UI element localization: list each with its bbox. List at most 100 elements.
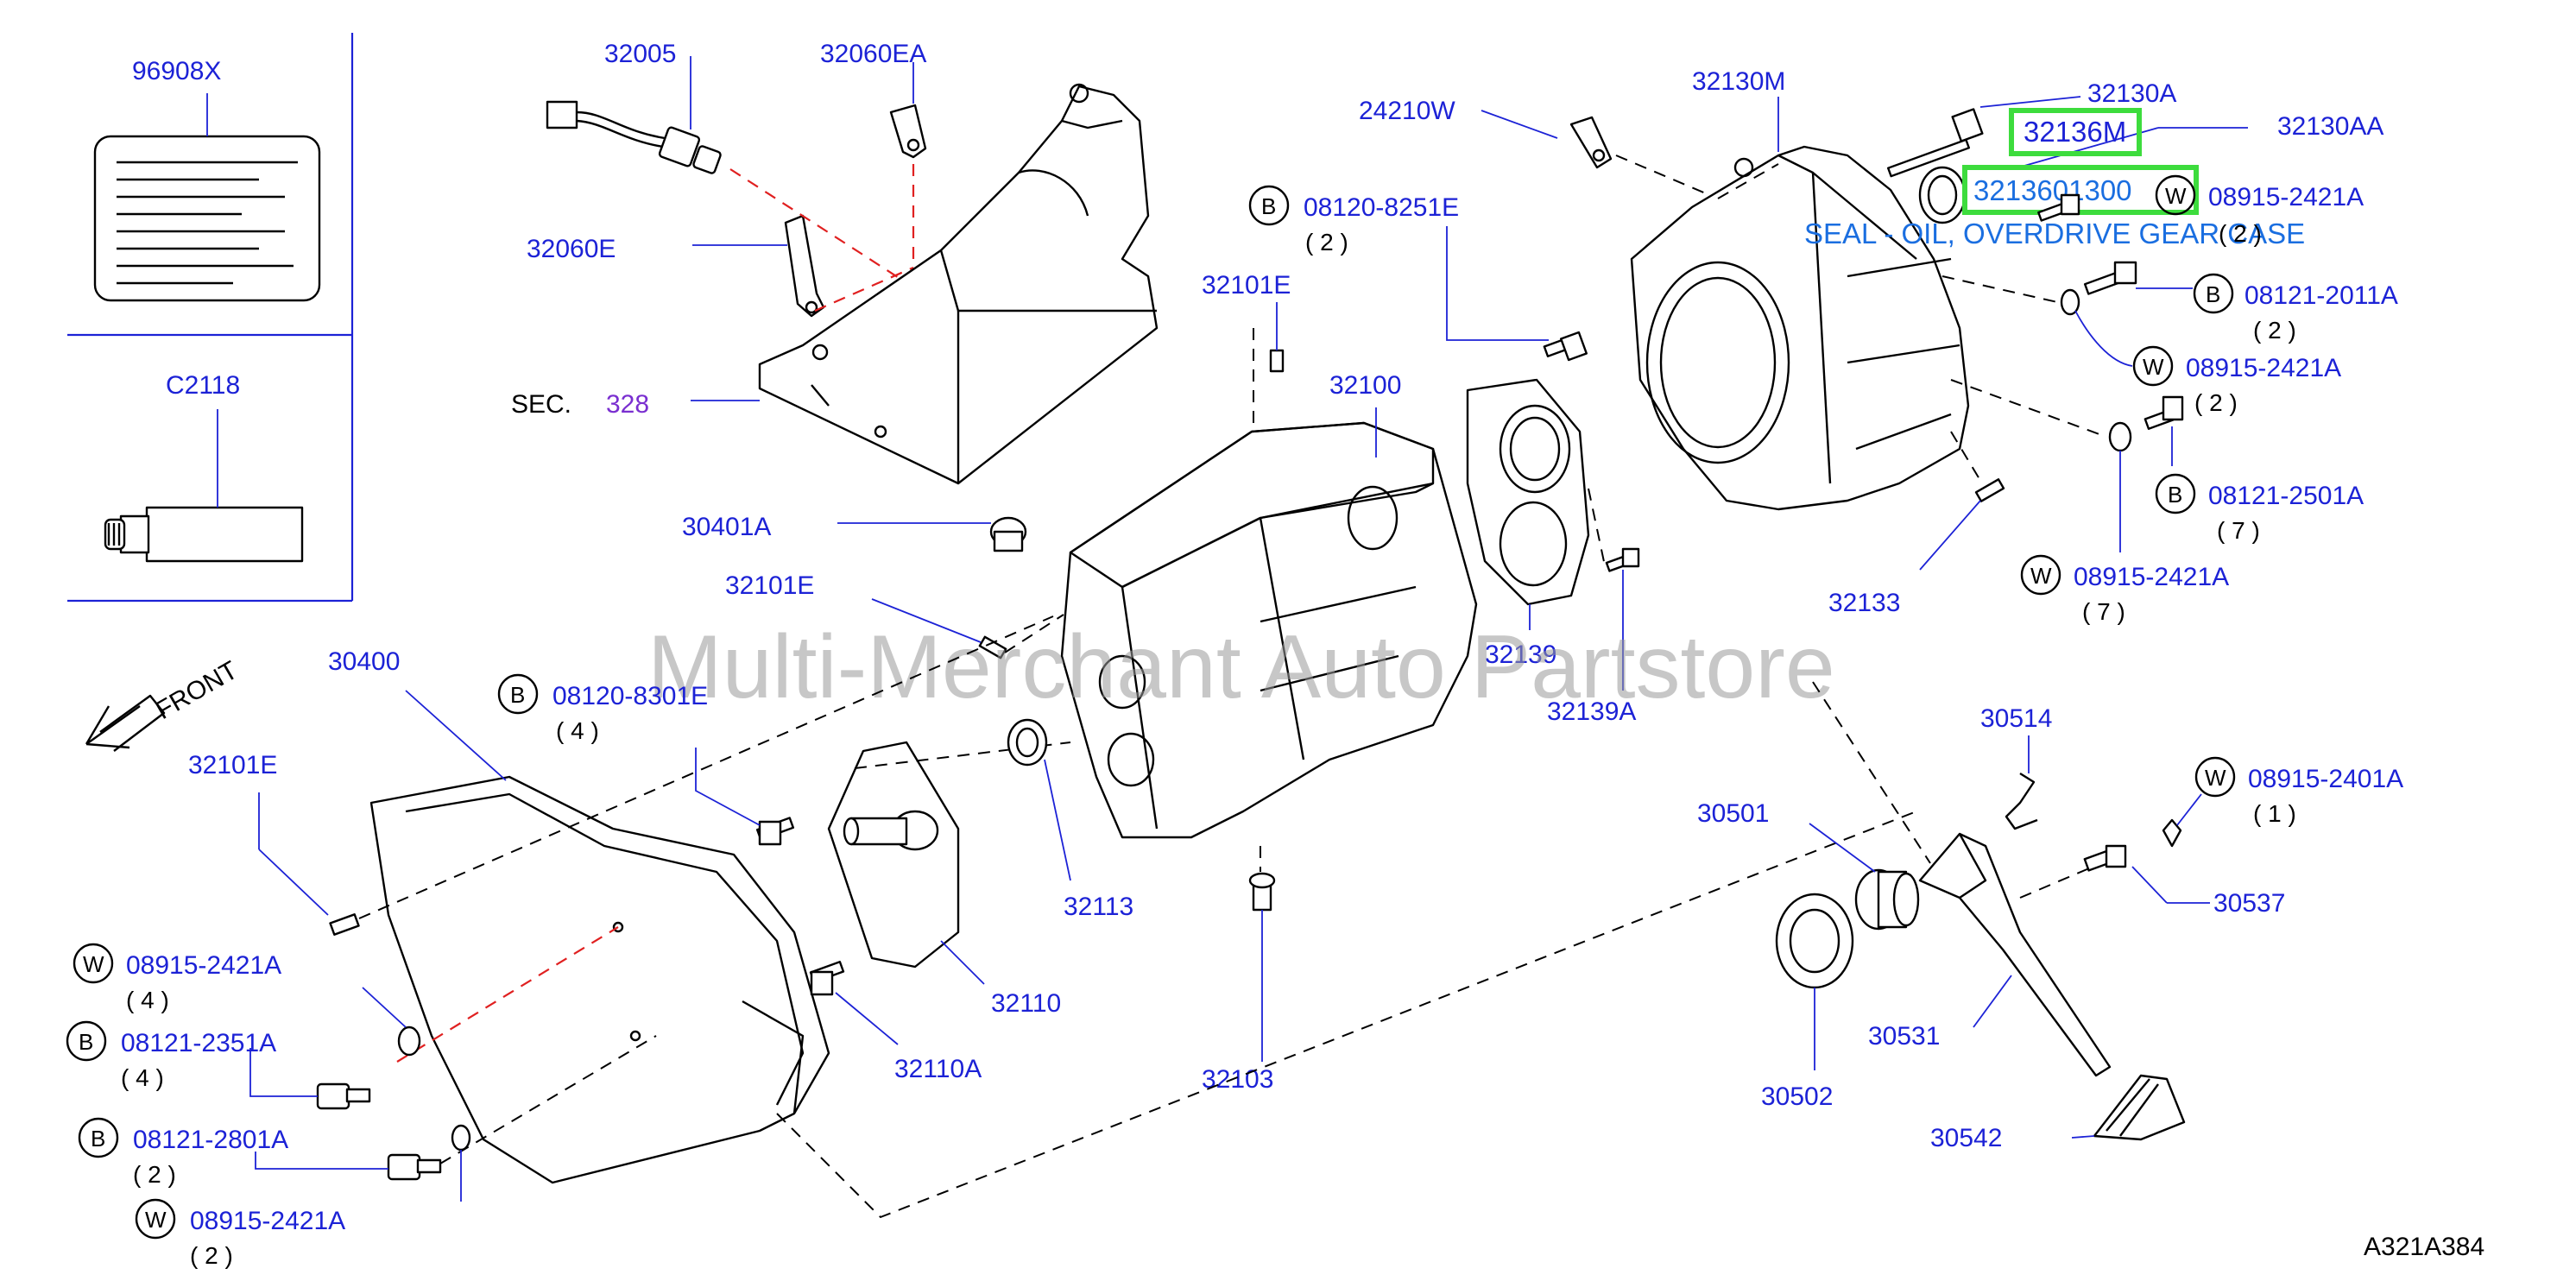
release-bearing-30501 (1854, 868, 1920, 931)
highlight-description: SEAL - OIL, OVERDRIVE GEAR CASE (1804, 218, 2305, 249)
grease-tube-icon (104, 506, 304, 563)
washer-08915-2421a-d (397, 1025, 421, 1057)
dowel-pin-32133 (1974, 478, 2005, 502)
label-32133[interactable]: 32133 (1828, 589, 1900, 617)
label-30531[interactable]: 30531 (1868, 1022, 1940, 1051)
bolt-32130a (1886, 108, 1984, 178)
label-32101e-a[interactable]: 32101E (1202, 271, 1291, 300)
label-08915-2421a-b[interactable]: 08915-2421A (2186, 354, 2341, 382)
label-32060e[interactable]: 32060E (527, 235, 616, 263)
qty-08121-2501a: ( 7 ) (2217, 517, 2260, 544)
adapter-plate-32139 (1466, 378, 1590, 606)
label-08915-2421a-d[interactable]: 08915-2421A (126, 951, 281, 980)
qty-08121-2011a: ( 2 ) (2253, 317, 2296, 344)
qty-08120-8301e: ( 4 ) (556, 717, 599, 744)
bolt-32110a (809, 961, 845, 996)
label-08121-2501a[interactable]: 08121-2501A (2208, 482, 2364, 510)
label-30537[interactable]: 30537 (2213, 889, 2285, 918)
qty-08121-2351a: ( 4 ) (121, 1064, 164, 1091)
qty-08120-8251e: ( 2 ) (1305, 229, 1348, 256)
label-sec-prefix: SEC. (511, 390, 571, 419)
label-08120-8301e[interactable]: 08120-8301E (552, 682, 708, 710)
clutch-housing-30400 (369, 775, 830, 1184)
label-08121-2801a[interactable]: 08121-2801A (133, 1126, 288, 1154)
bearing-retainer-32110 (827, 741, 960, 969)
dowel-pin-32101e-b (978, 635, 1007, 659)
label-24210w[interactable]: 24210W (1359, 97, 1455, 125)
bearing-sleeve-30502 (1775, 893, 1854, 989)
label-08915-2401a[interactable]: 08915-2401A (2248, 765, 2403, 793)
overdrive-case-32130m (1630, 145, 1970, 511)
label-32100[interactable]: 32100 (1329, 371, 1401, 400)
label-08915-2421a-c[interactable]: 08915-2421A (2074, 563, 2229, 591)
bolt-08121-2501a (2144, 395, 2184, 430)
prefix-washer-08915-2401a: W (2205, 765, 2226, 791)
oil-seal-32136m (1918, 166, 1967, 224)
prefix-bolt-08120-8251e: B (1261, 193, 1276, 219)
drain-plug-32103 (1248, 872, 1276, 912)
prefix-bolt-08121-2011a: B (2206, 281, 2220, 307)
label-front: FRONT (151, 656, 243, 725)
label-32110a[interactable]: 32110A (894, 1055, 982, 1083)
pivot-bolt-30537 (2083, 844, 2127, 872)
label-32130m[interactable]: 32130M (1692, 67, 1785, 96)
front-arrow-icon (85, 694, 166, 752)
label-32113[interactable]: 32113 (1064, 893, 1133, 921)
release-fork-30531 (1918, 832, 2112, 1077)
label-32005[interactable]: 32005 (604, 40, 676, 68)
dowel-pin-32101e-c (329, 913, 360, 936)
bolt-08121-2801a (387, 1153, 442, 1181)
qty-08915-2421a-e: ( 2 ) (190, 1242, 233, 1269)
inset-frame (67, 33, 354, 603)
label-32103[interactable]: 32103 (1202, 1065, 1273, 1094)
label-30502[interactable]: 30502 (1761, 1082, 1833, 1111)
highlight-part-a[interactable]: 32136M (2024, 116, 2126, 148)
transmission-case-32100 (1060, 421, 1478, 839)
label-30514[interactable]: 30514 (1980, 704, 2052, 733)
dowel-pin-32101e-a (1269, 349, 1285, 373)
label-30400[interactable]: 30400 (328, 647, 400, 676)
label-96908x[interactable]: 96908X (132, 57, 221, 85)
highlight-part-b[interactable]: 3213601300 (1973, 174, 2132, 206)
label-30542[interactable]: 30542 (1930, 1124, 2002, 1152)
label-32110[interactable]: 32110 (991, 989, 1061, 1018)
label-08915-2421a-e[interactable]: 08915-2421A (190, 1207, 345, 1235)
qty-08915-2421a-b: ( 2 ) (2194, 389, 2238, 416)
label-32139a[interactable]: 32139A (1547, 697, 1636, 726)
prefix-washer-08915-2421a-b: W (2143, 354, 2164, 380)
label-32101e-c[interactable]: 32101E (188, 751, 277, 779)
label-30401a[interactable]: 30401A (682, 513, 771, 541)
diagram-code: A321A384 (2364, 1233, 2484, 1261)
highlight-box-a (2009, 108, 2142, 156)
plug-30401a (989, 516, 1027, 552)
watermark: Multi-Merchant Auto Partstore (647, 617, 1835, 717)
highlight-box-b (1962, 165, 2199, 215)
washer-08915-2421a-c (2108, 421, 2132, 452)
prefix-bolt-08121-2801a: B (91, 1126, 105, 1152)
prefix-bolt-08120-8301e: B (510, 682, 525, 708)
washer-08915-2421a-e (451, 1124, 471, 1152)
prefix-washer-08915-2421a-e: W (145, 1207, 167, 1233)
bolt-08121-2011a (2083, 261, 2137, 295)
bolt-08121-2351a (316, 1082, 371, 1110)
prefix-washer-08915-2421a-d: W (83, 951, 104, 977)
bolt-top-right (2037, 193, 2080, 222)
label-08121-2351a[interactable]: 08121-2351A (121, 1029, 276, 1057)
qty-08915-2421a-c: ( 7 ) (2082, 598, 2125, 625)
clip-24210w (1569, 116, 1613, 169)
prefix-bolt-08121-2501a: B (2168, 482, 2182, 508)
label-32101e-b[interactable]: 32101E (725, 571, 814, 600)
label-08915-2421a-a[interactable]: 08915-2421A (2208, 183, 2364, 211)
bolt-08120-8251e (1543, 331, 1588, 362)
bolt-08120-8301e (755, 817, 795, 846)
label-sec-number[interactable]: 328 (606, 390, 649, 419)
label-30501[interactable]: 30501 (1697, 799, 1769, 828)
label-32060ea[interactable]: 32060EA (820, 40, 926, 68)
label-32130a[interactable]: 32130A (2087, 79, 2176, 108)
label-c2118[interactable]: C2118 (166, 371, 240, 400)
label-32139[interactable]: 32139 (1485, 640, 1556, 669)
label-08120-8251e[interactable]: 08120-8251E (1304, 193, 1459, 222)
qty-08915-2421a-a: ( 2 ) (2219, 220, 2262, 247)
label-08121-2011a[interactable]: 08121-2011A (2245, 281, 2398, 310)
label-32130aa[interactable]: 32130AA (2277, 112, 2383, 141)
